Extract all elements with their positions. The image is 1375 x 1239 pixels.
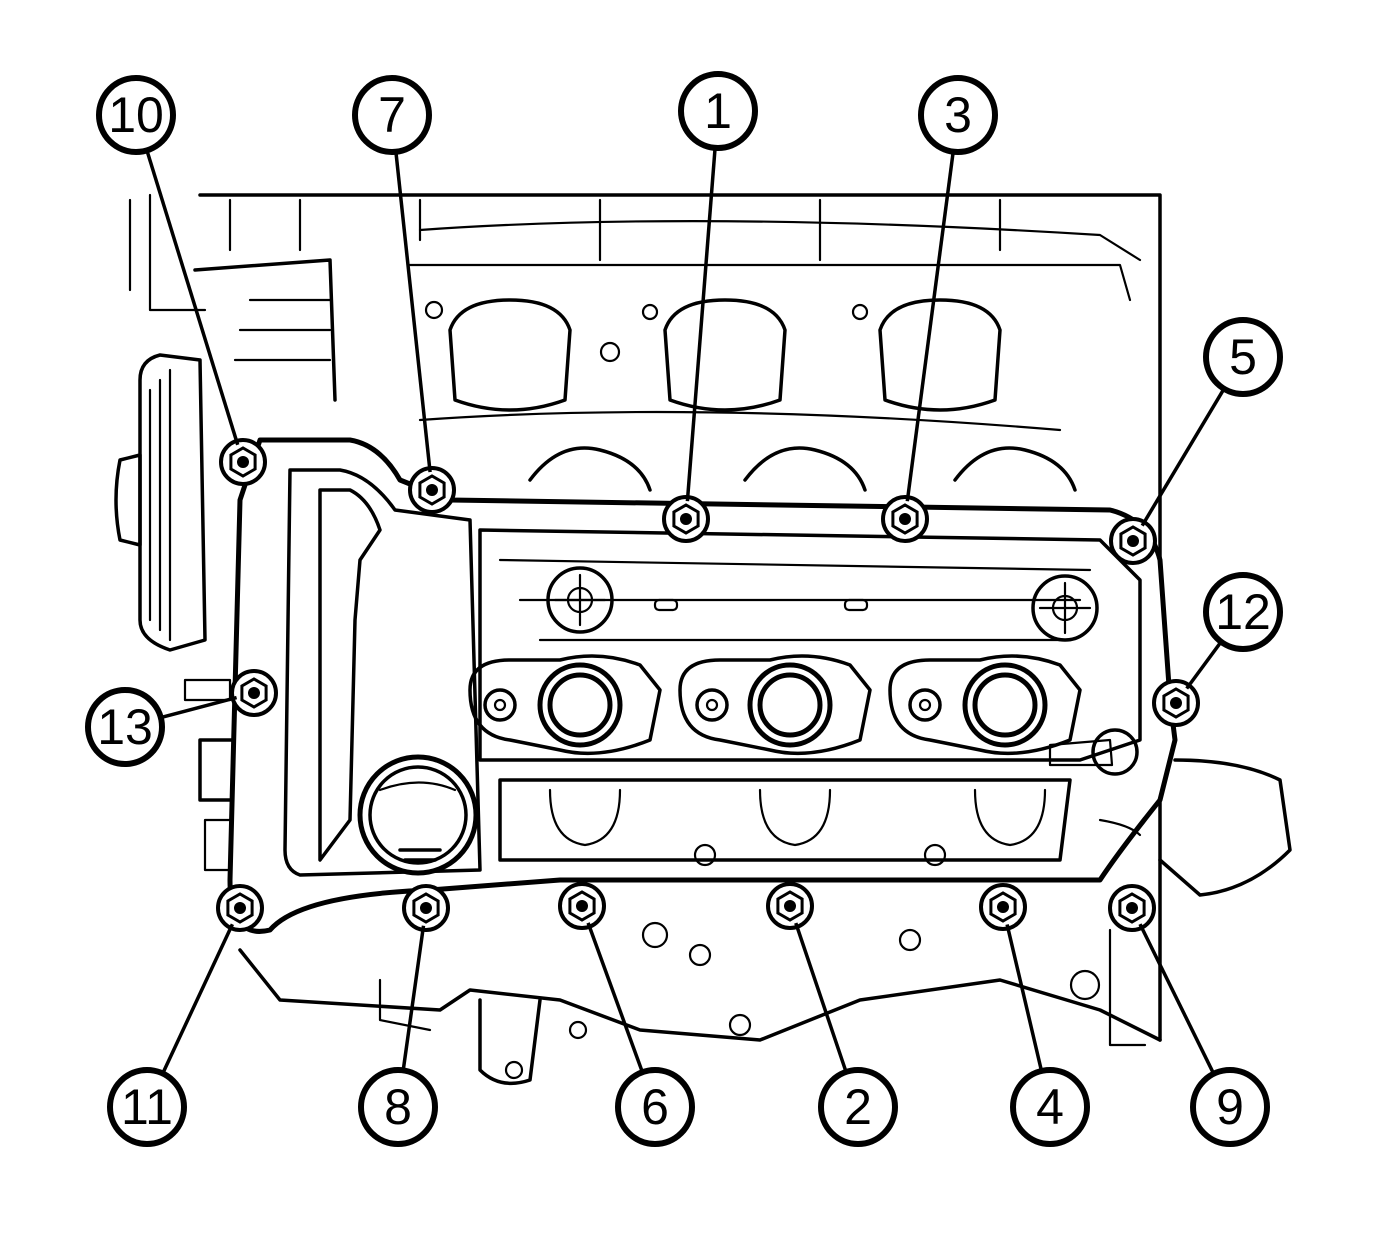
bolt-3 [881,495,929,543]
leader-line-13 [160,695,238,720]
callout-8: 8 [358,1067,438,1147]
bolt-2 [766,882,814,930]
leader-line-3 [905,151,955,502]
bolt-11 [216,884,264,932]
callout-3-label: 3 [944,87,972,143]
callout-13-label: 13 [97,699,153,755]
callout-9-label: 9 [1216,1079,1244,1135]
bolt-5 [1109,517,1157,565]
callout-8-label: 8 [384,1079,412,1135]
callout-12: 12 [1203,572,1283,652]
bolt-12 [1152,679,1200,727]
bolt-7 [408,466,456,514]
bolt-1 [662,495,710,543]
callout-6: 6 [615,1067,695,1147]
callout-5-label: 5 [1229,329,1257,385]
callout-12-label: 12 [1215,584,1271,640]
bolt-6 [558,882,606,930]
callout-4-label: 4 [1036,1079,1064,1135]
bolt-8 [402,884,450,932]
leader-line-4 [1005,924,1044,1072]
leader-line-5 [1140,387,1226,527]
callout-4: 4 [1010,1067,1090,1147]
callout-6-label: 6 [641,1079,669,1135]
callout-7: 7 [352,75,432,155]
engine-illustration [114,193,1292,1086]
callout-3: 3 [918,75,998,155]
callout-9: 9 [1190,1067,1270,1147]
leader-line-1 [685,147,717,502]
callout-5: 5 [1203,317,1283,397]
bolt-group [216,438,1200,932]
callout-13: 13 [85,687,165,767]
callout-1: 1 [678,71,758,151]
callout-11: 11 [107,1067,187,1147]
bolt-13 [230,669,278,717]
bolt-9 [1108,884,1156,932]
leader-line-2 [794,922,848,1073]
leader-line-8 [401,925,426,1071]
leader-line-12 [1185,640,1223,690]
bolt-4 [979,883,1027,931]
leader-line-6 [586,922,645,1073]
callout-2: 2 [818,1067,898,1147]
callout-10: 10 [96,75,176,155]
leader-line-9 [1138,923,1216,1075]
callout-10-label: 10 [108,87,164,143]
callout-11-label: 11 [121,1079,173,1135]
leader-line-11 [161,923,234,1075]
leader-line-10 [145,149,240,446]
bolt-10 [219,438,267,486]
callout-2-label: 2 [844,1079,872,1135]
callout-7-label: 7 [378,87,406,143]
leader-line-7 [394,151,432,473]
callout-1-label: 1 [704,83,732,139]
leader-lines [145,147,1226,1075]
